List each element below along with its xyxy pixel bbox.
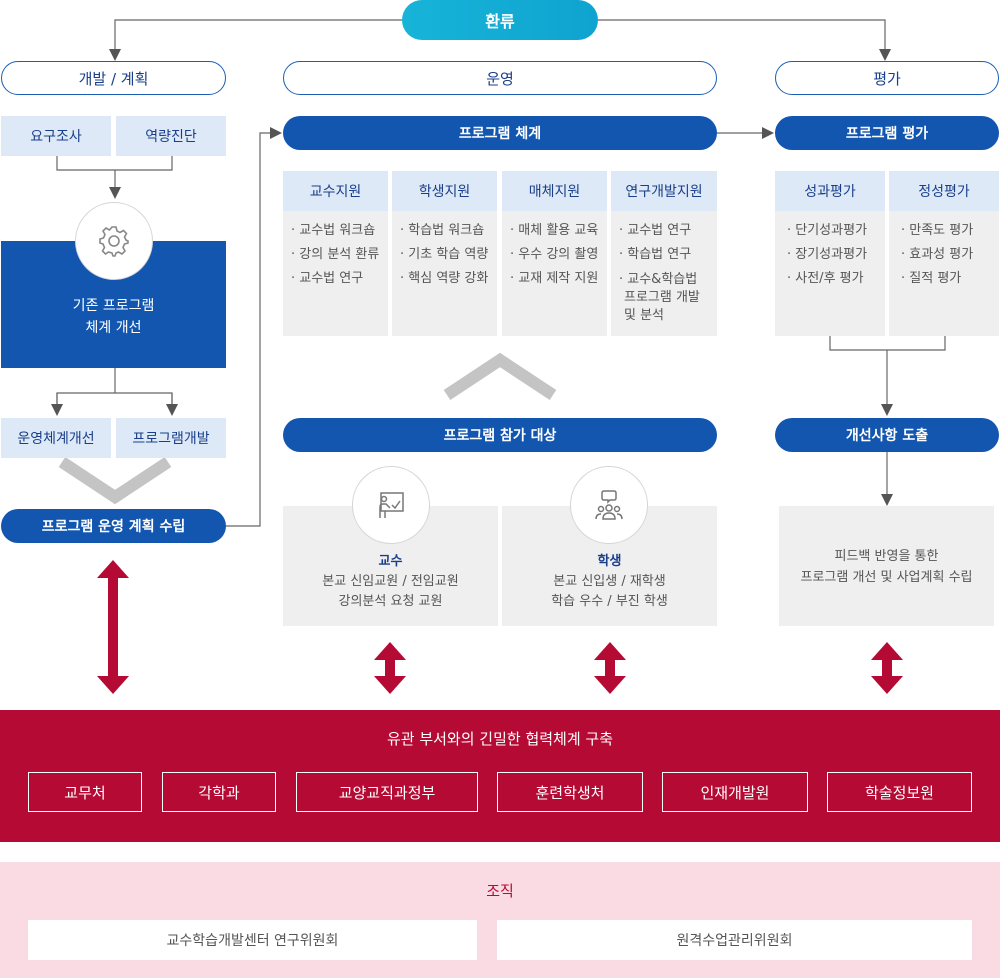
support-header-faculty: 교수지원 [283, 171, 388, 211]
list-item: · 교수법 연구 [619, 223, 692, 238]
target-student-line2: 학습 우수 / 부진 학생 [551, 594, 668, 609]
list-item: · 단기성과평가 [787, 223, 868, 238]
gear-circle [75, 202, 153, 280]
participant-pill: 프로그램 참가 대상 [283, 418, 717, 452]
dept-each-department: 각학과 [162, 772, 276, 812]
improvement-pill: 개선사항 도출 [775, 418, 999, 452]
eval-list-qualitative: · 만족도 평가 · 효과성 평가 · 질적 평가 [889, 211, 999, 336]
eval-list-performance: · 단기성과평가 · 장기성과평가 · 사전/후 평가 [775, 211, 885, 336]
list-item: · 교수법 연구 [291, 271, 364, 286]
list-item: · 효과성 평가 [901, 247, 974, 262]
list-item: · 학습법 연구 [619, 247, 692, 262]
dept-talent-development: 인재개발원 [662, 772, 808, 812]
evaluate-header: 평가 [775, 61, 999, 95]
support-list-faculty: · 교수법 워크숍 · 강의 분석 환류 · 교수법 연구 [283, 211, 388, 336]
target-faculty-title: 교수 [378, 554, 403, 569]
feedback-pill: 환류 [402, 0, 598, 40]
feedback-line2: 프로그램 개선 및 사업계획 수립 [800, 570, 973, 585]
plan-header: 개발 / 계획 [1, 61, 226, 95]
target-faculty-line1: 본교 신임교원 / 전임교원 [322, 574, 459, 589]
support-list-research: · 교수법 연구 · 학습법 연구 · 교수&학습법 프로그램 개발 및 분석 [611, 211, 717, 336]
list-item: · 교재 제작 지원 [510, 271, 599, 286]
organization-title: 조직 [486, 882, 514, 900]
list-item: · 우수 강의 촬영 [510, 247, 599, 262]
dept-academic-affairs: 교무처 [28, 772, 142, 812]
committee-research: 교수학습개발센터 연구위원회 [28, 920, 477, 960]
student-icon-circle [570, 466, 648, 544]
list-item: · 교수법 워크숍 [291, 223, 376, 238]
support-list-student: · 학습법 워크숍 · 기초 학습 역량 · 핵심 역량 강화 [392, 211, 497, 336]
cooperation-band [0, 710, 1000, 842]
needs-survey-box: 요구조사 [1, 116, 111, 156]
operation-improvement-box: 운영체계개선 [1, 418, 111, 458]
list-item: · 만족도 평가 [901, 223, 974, 238]
list-item: 및 분석 [624, 308, 665, 323]
program-development-box: 프로그램개발 [116, 418, 226, 458]
list-item: · 학습법 워크숍 [400, 223, 485, 238]
cooperation-title: 유관 부서와의 긴밀한 협력체계 구축 [386, 730, 614, 748]
program-evaluation-pill: 프로그램 평가 [775, 116, 999, 150]
eval-header-qualitative: 정성평가 [889, 171, 999, 211]
support-list-media: · 매체 활용 교육 · 우수 강의 촬영 · 교재 제작 지원 [502, 211, 607, 336]
program-system-pill: 프로그램 체계 [283, 116, 717, 150]
feedback-line1: 피드백 반영을 통한 [834, 549, 939, 564]
target-faculty-box: 교수 본교 신임교원 / 전임교원 강의분석 요청 교원 [283, 506, 498, 626]
target-student-title: 학생 [597, 554, 622, 569]
list-item: · 사전/후 평가 [787, 271, 864, 286]
list-item: · 교수&학습법 [619, 272, 698, 287]
faculty-icon-circle [352, 466, 430, 544]
operation-plan-pill: 프로그램 운영 계획 수립 [1, 509, 226, 543]
list-item: · 장기성과평가 [787, 247, 868, 262]
list-item: · 강의 분석 환류 [291, 247, 380, 262]
feedback-box: 피드백 반영을 통한 프로그램 개선 및 사업계획 수립 [779, 506, 994, 626]
committee-remote-class: 원격수업관리위원회 [497, 920, 972, 960]
operate-header: 운영 [283, 61, 717, 95]
list-item: · 기초 학습 역량 [400, 247, 489, 262]
target-faculty-line2: 강의분석 요청 교원 [338, 594, 443, 609]
system-improvement-line2: 체계 개선 [85, 320, 142, 336]
list-item: · 핵심 역량 강화 [400, 271, 489, 286]
support-header-student: 학생지원 [392, 171, 497, 211]
support-header-research: 연구개발지원 [611, 171, 717, 211]
dept-student-training: 훈련학생처 [497, 772, 643, 812]
competency-diagnosis-box: 역량진단 [116, 116, 226, 156]
eval-header-performance: 성과평가 [775, 171, 885, 211]
system-improvement-line1: 기존 프로그램 [72, 298, 155, 314]
dept-liberal-arts: 교양교직과정부 [296, 772, 478, 812]
presentation-icon [379, 492, 404, 518]
gear-icon [99, 226, 129, 257]
group-chat-icon [595, 490, 623, 520]
list-item: · 매체 활용 교육 [510, 223, 599, 238]
list-item: · 질적 평가 [901, 271, 962, 286]
dept-academic-info: 학술정보원 [827, 772, 972, 812]
target-student-line1: 본교 신입생 / 재학생 [553, 574, 666, 589]
support-header-media: 매체지원 [502, 171, 607, 211]
list-item: 프로그램 개발 [624, 290, 700, 305]
